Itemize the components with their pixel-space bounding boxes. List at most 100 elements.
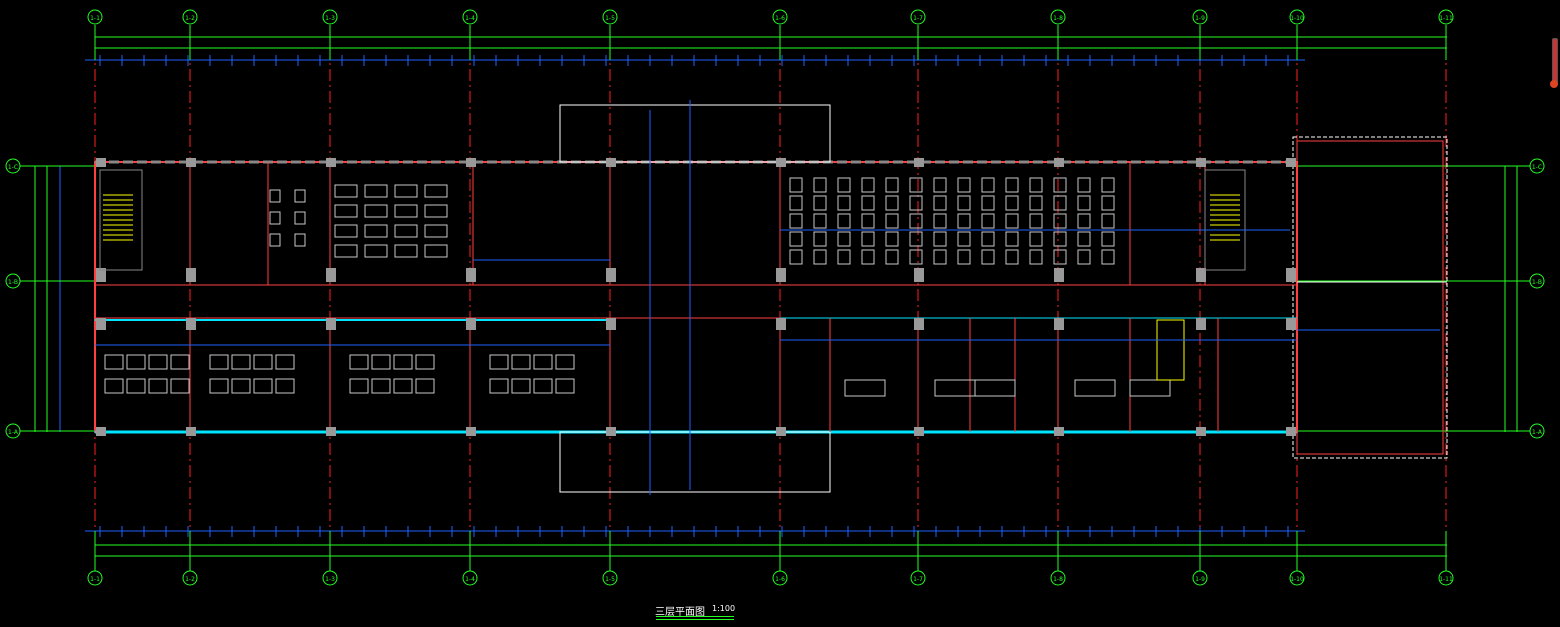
column — [1054, 427, 1064, 436]
desk — [334, 224, 358, 238]
chair — [294, 189, 306, 203]
axis-label-1-B: 1-B — [8, 279, 18, 286]
archive-shelf — [909, 177, 923, 193]
column — [1196, 158, 1206, 167]
building-outline — [94, 104, 1448, 493]
archive-shelf — [957, 213, 971, 229]
axis-label-1-2: 1-2 — [185, 576, 195, 583]
workstation — [371, 378, 391, 394]
workstation — [533, 378, 553, 394]
workstation — [555, 354, 575, 370]
archive-shelf — [813, 213, 827, 229]
axis-label-1-5: 1-5 — [605, 576, 615, 583]
archive-shelf — [789, 249, 803, 265]
column — [606, 318, 616, 330]
axis-label-1-B: 1-B — [1532, 279, 1542, 286]
workstation — [231, 354, 251, 370]
desk — [334, 244, 358, 258]
axis-bubble — [5, 158, 21, 174]
column — [1286, 268, 1296, 282]
archive-shelf — [1101, 177, 1115, 193]
axis-bubble — [910, 9, 926, 25]
axis-bubble — [1529, 158, 1545, 174]
archive-shelf — [861, 195, 875, 211]
workstation — [349, 354, 369, 370]
dimension-lines — [34, 36, 1518, 557]
axis-label-1-11: 1-11 — [1439, 15, 1453, 22]
axis-bubble — [87, 9, 103, 25]
desk — [424, 184, 448, 198]
archive-shelf — [1077, 231, 1091, 247]
axis-label-1-8: 1-8 — [1053, 15, 1063, 22]
blue-annotations — [95, 100, 1440, 495]
workstation — [489, 378, 509, 394]
drawing-scale: 1:100 — [712, 604, 736, 613]
axis-label-1-8: 1-8 — [1053, 576, 1063, 583]
axis-label-1-C: 1-C — [1532, 164, 1542, 171]
axis-bubble — [772, 9, 788, 25]
column — [1196, 427, 1206, 436]
grid-axes: 1-11-11-21-21-31-31-41-41-51-51-61-61-71… — [5, 9, 1545, 586]
archive-shelf — [957, 249, 971, 265]
workstation — [533, 354, 553, 370]
archive-shelf — [933, 177, 947, 193]
axis-label-1-2: 1-2 — [185, 15, 195, 22]
column — [1286, 158, 1296, 167]
column — [776, 158, 786, 167]
chair — [294, 211, 306, 225]
drawing-title: 三层平面图 — [655, 607, 705, 618]
axis-bubble — [5, 423, 21, 439]
archive-shelf — [1101, 249, 1115, 265]
column — [326, 318, 336, 330]
column — [1054, 158, 1064, 167]
archive-shelf — [1029, 213, 1043, 229]
chair — [269, 233, 281, 247]
workstation — [371, 354, 391, 370]
archive-shelf — [861, 231, 875, 247]
column — [186, 427, 196, 436]
archive-shelf — [1077, 195, 1091, 211]
desk — [364, 244, 388, 258]
axis-label-1-1: 1-1 — [90, 15, 100, 22]
archive-shelf — [837, 249, 851, 265]
axis-label-1-7: 1-7 — [913, 15, 923, 22]
furniture-layout — [104, 177, 1171, 397]
axis-label-1-A: 1-A — [1532, 429, 1543, 436]
workstation — [393, 378, 413, 394]
archive-shelf — [1005, 231, 1019, 247]
archive-shelf — [1101, 213, 1115, 229]
workstation — [253, 378, 273, 394]
column — [326, 268, 336, 282]
column — [1054, 268, 1064, 282]
thermometer-icon — [1550, 38, 1558, 90]
title-underline — [656, 619, 734, 620]
column — [96, 318, 106, 330]
archive-shelf — [861, 249, 875, 265]
archive-shelf — [933, 195, 947, 211]
column — [466, 318, 476, 330]
chair — [269, 189, 281, 203]
archive-shelf — [1077, 249, 1091, 265]
column — [96, 427, 106, 436]
desk — [394, 224, 418, 238]
workstation — [415, 354, 435, 370]
archive-shelf — [1029, 249, 1043, 265]
archive-shelf — [1029, 177, 1043, 193]
axis-bubble — [182, 9, 198, 25]
archive-shelf — [885, 195, 899, 211]
axis-label-1-1: 1-1 — [90, 576, 100, 583]
column — [466, 427, 476, 436]
column — [914, 268, 924, 282]
axis-label-1-7: 1-7 — [913, 576, 923, 583]
workstation — [393, 354, 413, 370]
desk — [364, 184, 388, 198]
column — [1286, 318, 1296, 330]
archive-shelf — [981, 231, 995, 247]
axis-bubble — [322, 9, 338, 25]
archive-shelf — [789, 195, 803, 211]
archive-shelf — [909, 213, 923, 229]
axis-label-1-9: 1-9 — [1195, 576, 1205, 583]
office-desk — [1074, 379, 1116, 397]
axis-bubble — [1529, 273, 1545, 289]
